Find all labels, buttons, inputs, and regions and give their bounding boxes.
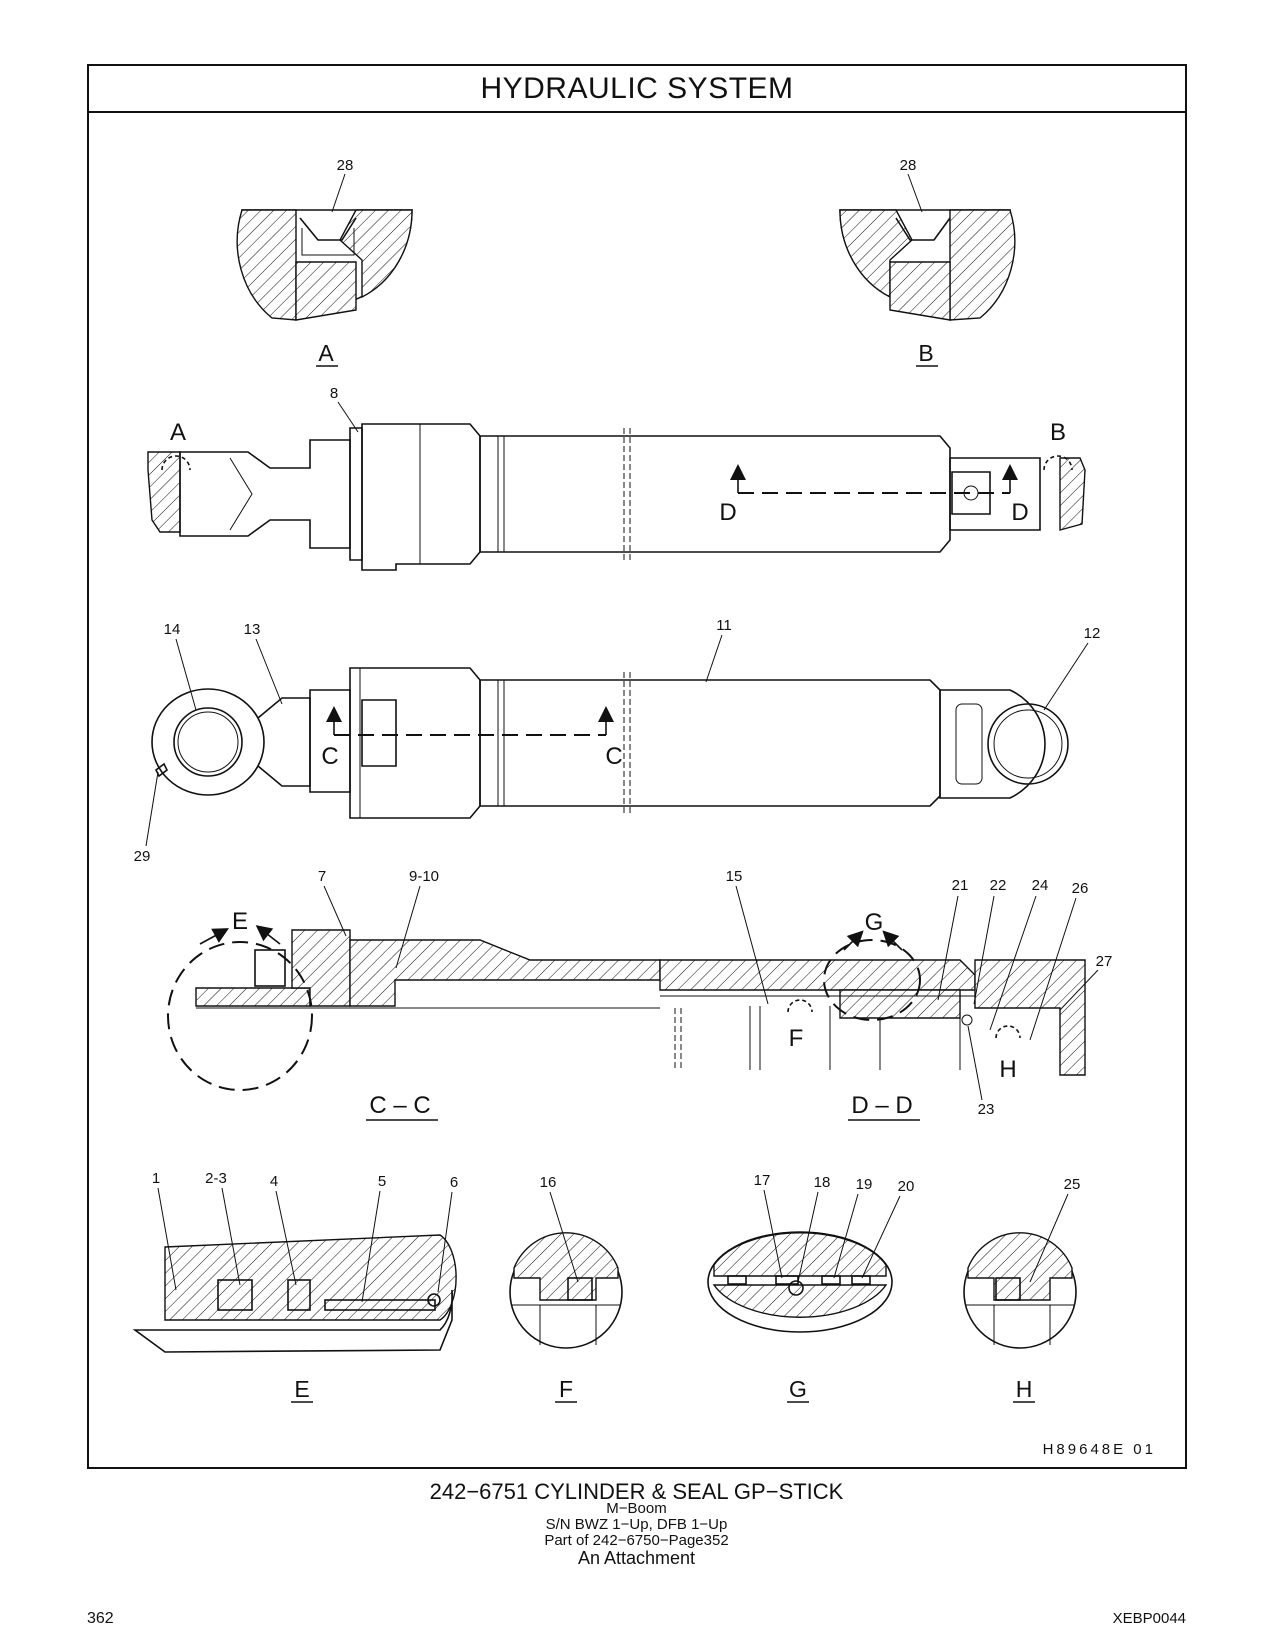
section-label-c-c: C – C — [369, 1092, 430, 1119]
detail-e: 1 2-3 4 5 6 E — [132, 1170, 458, 1403]
detail-f: 16 F — [509, 1174, 623, 1403]
section-marker-d-right: D — [1011, 499, 1028, 526]
callout-18: 18 — [814, 1174, 831, 1191]
callout-13: 13 — [244, 621, 261, 638]
detail-a: 28 A — [236, 157, 413, 367]
callout-29: 29 — [134, 848, 151, 865]
callout-28-a: 28 — [337, 157, 354, 174]
detail-marker-e: E — [232, 908, 248, 935]
callout-19: 19 — [856, 1176, 873, 1193]
section-c-c: E 7 9-10 C – C — [167, 868, 661, 1121]
callout-11: 11 — [716, 617, 732, 634]
view-label-e: E — [294, 1376, 309, 1402]
callout-17: 17 — [754, 1172, 771, 1189]
caption-line-1: M−Boom — [606, 1500, 667, 1517]
callout-2-3: 2-3 — [205, 1170, 227, 1187]
callout-7: 7 — [318, 868, 326, 885]
callout-1: 1 — [152, 1170, 160, 1187]
caption-line-3: Part of 242−6750−Page352 — [544, 1532, 729, 1549]
caption-line-4: An Attachment — [577, 1548, 696, 1568]
section-marker-c-left: C — [321, 743, 338, 770]
page-number: 362 — [87, 1610, 114, 1627]
callout-21: 21 — [952, 877, 969, 894]
callout-28-b: 28 — [900, 157, 917, 174]
callout-4: 4 — [270, 1173, 278, 1190]
callout-20: 20 — [898, 1178, 915, 1195]
callout-23: 23 — [978, 1101, 995, 1118]
caption-line-2: S/N BWZ 1−Up, DFB 1−Up — [545, 1516, 728, 1533]
view-label-h: H — [1016, 1376, 1033, 1402]
view-label-b: B — [918, 340, 933, 366]
detail-g: 17 18 19 20 G — [707, 1172, 915, 1403]
callout-26: 26 — [1072, 880, 1089, 897]
detail-marker-f: F — [789, 1025, 804, 1052]
view-label-g: G — [789, 1376, 807, 1402]
callout-15: 15 — [726, 868, 743, 885]
view-label-a: A — [318, 340, 334, 366]
view-label-f: F — [559, 1376, 573, 1402]
detail-marker-a: A — [170, 419, 186, 446]
callout-8: 8 — [330, 385, 338, 402]
drawing-number: H89648E 01 — [1043, 1441, 1156, 1458]
caption-title: 242−6751 CYLINDER & SEAL GP−STICK — [429, 1479, 844, 1504]
section-d-d: G F H 15 21 22 24 26 27 23 D – D — [659, 868, 1113, 1121]
cylinder-side-view: C C 14 13 11 12 29 — [134, 617, 1101, 865]
detail-marker-g: G — [865, 909, 884, 936]
callout-16: 16 — [540, 1174, 557, 1191]
callout-14: 14 — [164, 621, 181, 638]
detail-marker-h: H — [999, 1056, 1016, 1083]
cylinder-top-view: D D A B 8 — [147, 385, 1086, 571]
callout-12: 12 — [1084, 625, 1101, 642]
section-marker-d-left: D — [719, 499, 736, 526]
callout-6: 6 — [450, 1174, 458, 1191]
document-code: XEBP0044 — [1112, 1610, 1186, 1627]
callout-22: 22 — [990, 877, 1007, 894]
section-marker-c-right: C — [605, 743, 622, 770]
page-title: HYDRAULIC SYSTEM — [89, 66, 1185, 113]
callout-27: 27 — [1096, 953, 1113, 970]
callout-25: 25 — [1064, 1176, 1081, 1193]
callout-24: 24 — [1032, 877, 1049, 894]
detail-h: 25 H — [963, 1176, 1081, 1403]
callout-9-10: 9-10 — [409, 868, 439, 885]
callout-5: 5 — [378, 1173, 386, 1190]
detail-marker-b: B — [1050, 419, 1066, 446]
detail-b: 28 B — [839, 157, 1016, 367]
drawing-frame: HYDRAULIC SYSTEM — [87, 64, 1187, 1469]
section-label-d-d: D – D — [851, 1092, 912, 1119]
